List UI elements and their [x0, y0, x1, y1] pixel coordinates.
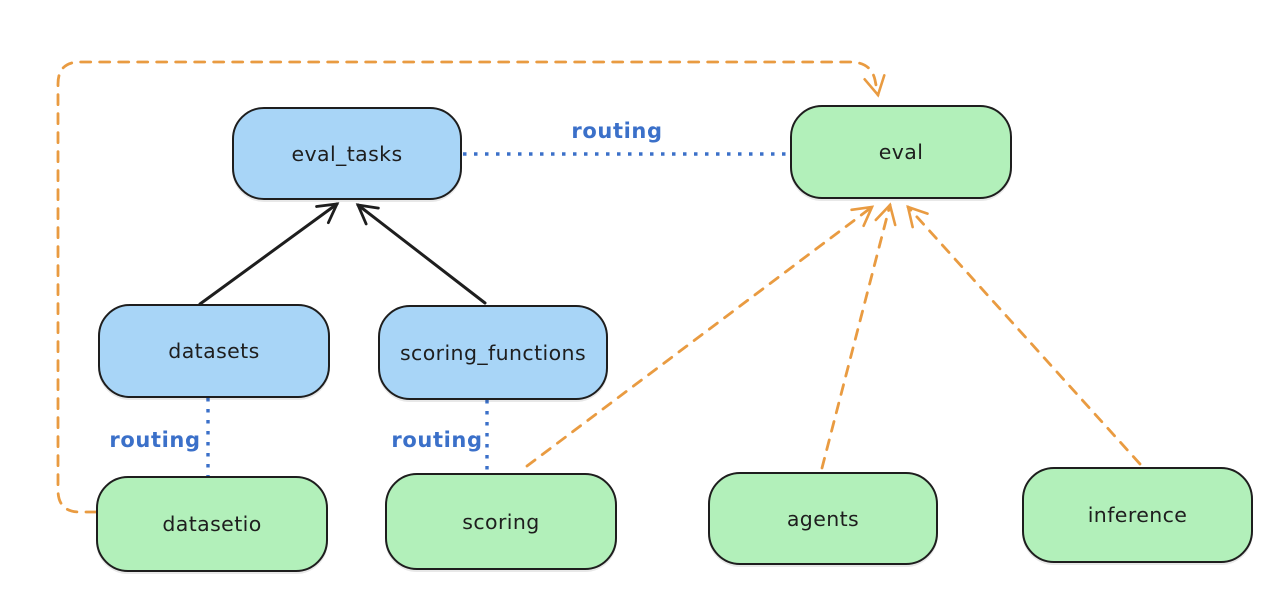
- node-scoring-label: scoring: [462, 509, 540, 534]
- edge-agents-to-eval: [820, 202, 897, 470]
- node-scoring-functions-label: scoring_functions: [399, 340, 587, 365]
- edge-label-routing-eval-tasks-eval: routing: [571, 119, 663, 143]
- node-agents-label: agents: [786, 506, 860, 531]
- node-inference: inference: [1022, 467, 1253, 563]
- node-datasetio-label: datasetio: [162, 512, 262, 536]
- node-eval: eval: [790, 105, 1012, 199]
- node-scoring-functions: scoring_functions: [378, 305, 608, 400]
- node-inference-label: inference: [1087, 503, 1188, 527]
- edge-scoring-functions-to-eval-tasks: [355, 203, 487, 305]
- edge-label-routing-scoring-functions-scoring: routing: [391, 428, 483, 452]
- node-datasets: datasets: [98, 304, 330, 398]
- node-eval-label: eval: [878, 140, 924, 164]
- node-agents: agents: [708, 472, 938, 565]
- edge-label-routing-datasets-datasetio: routing: [109, 428, 201, 452]
- node-eval-tasks: eval_tasks: [232, 107, 462, 200]
- node-eval-tasks-label: eval_tasks: [291, 141, 403, 166]
- node-datasets-label: datasets: [168, 339, 260, 363]
- edge-inference-to-eval: [906, 205, 1142, 466]
- edge-datasets-to-eval-tasks: [198, 202, 340, 306]
- node-datasetio: datasetio: [96, 476, 328, 572]
- node-scoring: scoring: [385, 473, 617, 570]
